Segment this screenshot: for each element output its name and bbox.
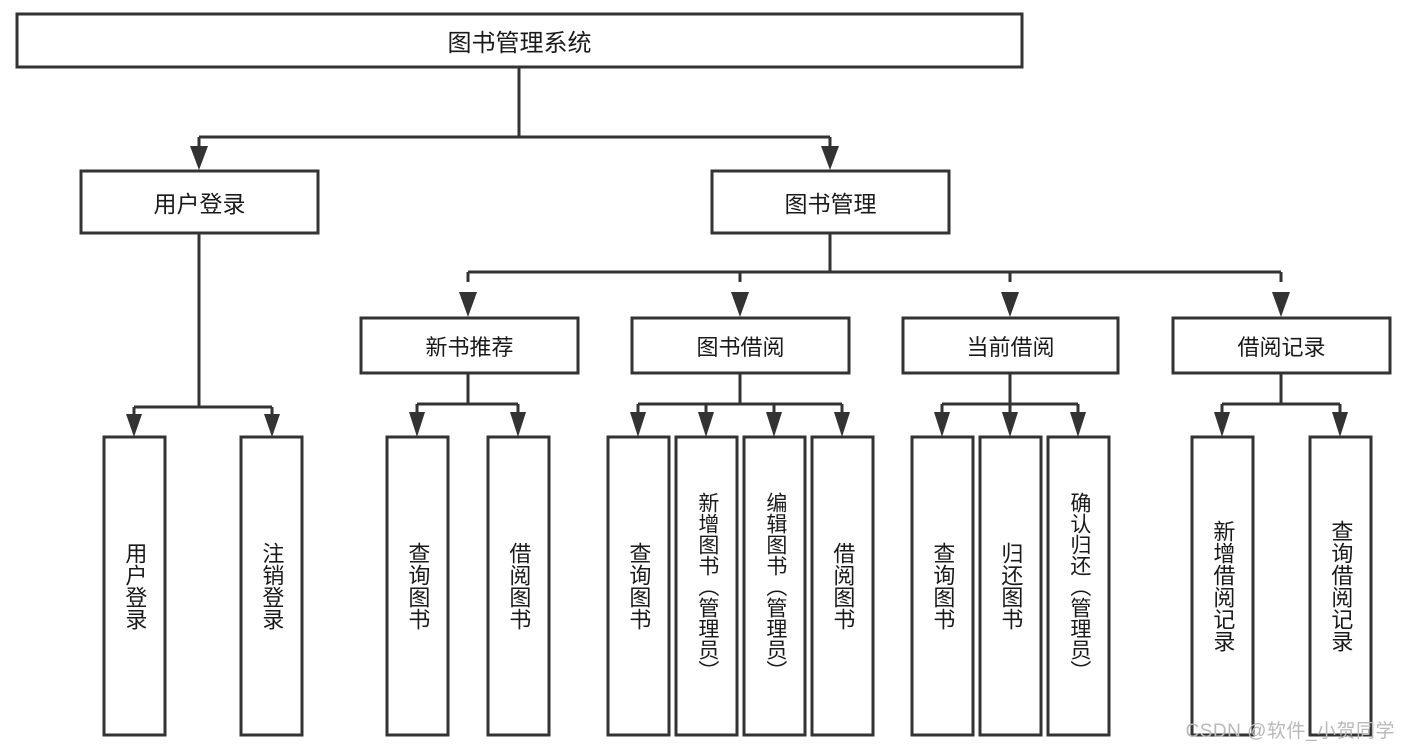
arrow-head-icon bbox=[1272, 292, 1290, 317]
arrow-head-icon bbox=[1214, 412, 1230, 437]
node-box-leaf-borrow-book-1[interactable] bbox=[486, 435, 551, 737]
node-box-leaf-confirm-return[interactable] bbox=[1046, 435, 1111, 737]
node-box-leaf-query-book-3[interactable] bbox=[910, 435, 975, 737]
arrow-head-icon bbox=[1332, 412, 1348, 437]
node-box-leaf-return-book[interactable] bbox=[978, 435, 1043, 737]
connector-currentborrow-to-leaves bbox=[934, 374, 1086, 437]
arrow-head-icon bbox=[766, 412, 782, 437]
connector-bookmanage-to-level3 bbox=[459, 234, 1290, 317]
arrow-head-icon bbox=[1070, 412, 1086, 437]
connector-userlogin-to-leaves bbox=[126, 234, 280, 437]
node-box-new-book-recommend[interactable] bbox=[359, 316, 580, 375]
connector-root-to-level2 bbox=[190, 68, 839, 170]
node-box-book-borrow[interactable] bbox=[630, 316, 851, 375]
node-box-leaf-borrow-book-2[interactable] bbox=[810, 435, 875, 737]
arrow-head-icon bbox=[1002, 412, 1018, 437]
arrow-head-icon bbox=[459, 292, 477, 317]
arrow-head-icon bbox=[630, 412, 646, 437]
node-box-leaf-user-login[interactable] bbox=[102, 435, 167, 737]
connector-borrowrecord-to-leaves bbox=[1214, 374, 1348, 437]
node-box-user-login[interactable] bbox=[79, 169, 320, 235]
node-box-leaf-add-book[interactable] bbox=[674, 435, 739, 737]
arrow-head-icon bbox=[698, 412, 714, 437]
node-box-leaf-logout-login[interactable] bbox=[239, 435, 304, 737]
arrow-head-icon bbox=[264, 414, 280, 437]
node-box-leaf-edit-book[interactable] bbox=[742, 435, 807, 737]
arrow-head-icon bbox=[934, 412, 950, 437]
arrow-head-icon bbox=[190, 146, 208, 170]
node-box-current-borrow[interactable] bbox=[901, 316, 1120, 375]
arrow-head-icon bbox=[834, 412, 850, 437]
arrow-head-icon bbox=[409, 412, 425, 437]
node-box-leaf-add-record[interactable] bbox=[1190, 435, 1255, 737]
node-box-root[interactable] bbox=[15, 12, 1024, 69]
arrow-head-icon bbox=[731, 292, 749, 317]
connector-newbook-to-leaves bbox=[409, 374, 526, 437]
arrow-head-icon bbox=[510, 412, 526, 437]
node-box-leaf-query-record[interactable] bbox=[1308, 435, 1373, 737]
node-box-book-manage[interactable] bbox=[710, 169, 951, 235]
node-box-leaf-query-book-1[interactable] bbox=[385, 435, 450, 737]
watermark-text: CSDN @软件_小贺同学 bbox=[1185, 721, 1395, 742]
arrow-head-icon bbox=[126, 414, 142, 437]
connector-bookborrow-to-leaves bbox=[630, 374, 850, 437]
node-box-borrow-record[interactable] bbox=[1171, 316, 1392, 375]
arrow-head-icon bbox=[821, 146, 839, 170]
node-box-leaf-query-book-2[interactable] bbox=[606, 435, 671, 737]
arrow-head-icon bbox=[1001, 292, 1019, 317]
